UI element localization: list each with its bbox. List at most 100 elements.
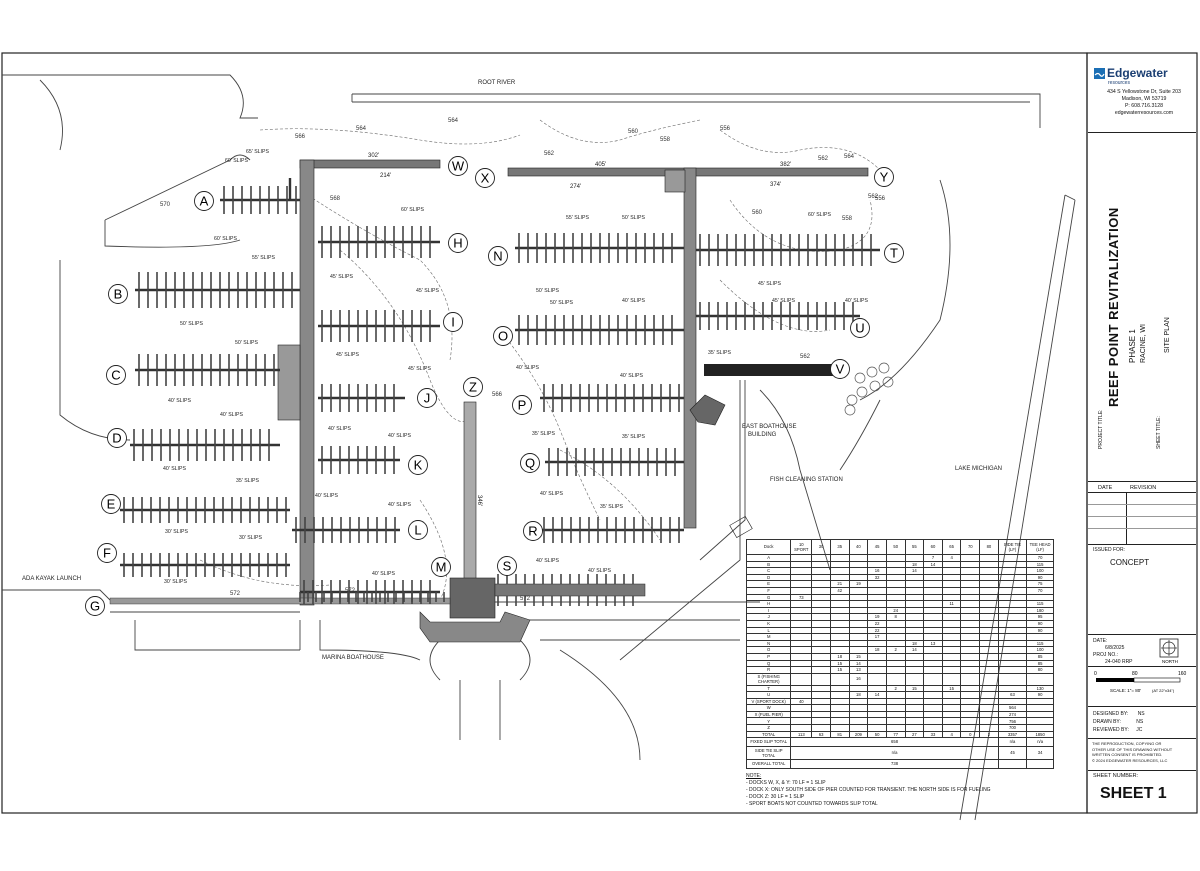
table-cell (904, 691, 925, 699)
table-header-cell: Dock (745, 539, 792, 555)
table-cell (867, 710, 887, 719)
table-cell: 100 (1026, 567, 1054, 575)
table-cell (811, 626, 831, 635)
table-cell (867, 580, 887, 588)
dock-letter-i: I (451, 315, 455, 330)
table-cell (848, 593, 869, 602)
label-east-boathouse-2: BUILDING (748, 432, 777, 438)
table-cell (997, 666, 1028, 674)
table-row: V (SPORT DOCK)40 (745, 697, 1054, 706)
table-cell (979, 600, 999, 608)
dock-letter-l: L (414, 523, 421, 538)
dock-marker-m: M (431, 557, 451, 577)
contour-label: 566 (492, 392, 503, 398)
dock-letter-s: S (503, 559, 512, 574)
table-cell: 18 (829, 652, 850, 661)
table-cell (979, 710, 999, 719)
slip-label-t1: 60' SLIPS (808, 212, 831, 218)
table-cell: 113 (790, 730, 813, 739)
table-cell (790, 613, 813, 621)
table-cell (997, 759, 1028, 769)
table-cell: N (745, 639, 792, 648)
dock-letter-u: U (855, 321, 864, 336)
table-header-cell: 80 (979, 539, 999, 555)
table-cell (811, 646, 831, 654)
dock-letter-j: J (424, 391, 431, 406)
slip-label-p2: 35' SLIPS (532, 431, 555, 437)
table-cell (811, 691, 831, 699)
table-cell (979, 580, 999, 588)
revision-date-header: DATE (1098, 485, 1113, 491)
table-cell: FIXED SLIP TOTAL (745, 737, 792, 747)
project-title-block: PROJECT TITLE: REEF POINT REVITALIZATION… (1098, 129, 1198, 449)
table-cell: 14 (904, 567, 925, 575)
label-marina-boathouse: MARINA BOATHOUSE (322, 655, 384, 661)
table-cell (997, 567, 1028, 575)
contour-label: 562 (544, 151, 555, 157)
table-cell (811, 593, 831, 602)
table-cell (848, 606, 869, 615)
dim-405: 405' (595, 162, 606, 168)
table-cell (960, 580, 981, 588)
table-cell: 658 (790, 737, 999, 747)
table-cell: S (FISHING CHARTER) (745, 672, 792, 686)
slip-label-d1: 40' SLIPS (220, 412, 243, 418)
table-cell (811, 606, 831, 615)
table-cell (885, 586, 906, 595)
table-cell (904, 724, 925, 732)
dim-274: 274' (570, 184, 581, 190)
table-cell (979, 724, 999, 732)
table-cell (960, 724, 981, 732)
dock-marker-n: N (488, 246, 508, 266)
table-cell (941, 613, 962, 621)
table-row: S (FISHING CHARTER)16 (745, 672, 1054, 686)
table-cell (790, 652, 813, 661)
table-cell: Q (745, 659, 792, 668)
contour-label: 570 (160, 202, 171, 208)
table-cell: 50 (867, 730, 887, 739)
slip-label-l1: 40' SLIPS (388, 502, 411, 508)
table-cell (923, 697, 943, 706)
dock-marker-t: T (884, 243, 904, 263)
table-header-cell: 30 (811, 539, 831, 555)
dock-marker-b: B (108, 284, 128, 304)
slip-label-f1: 30' SLIPS (239, 535, 262, 541)
table-row: X (FUEL PIER)274 (745, 710, 1054, 719)
table-cell (790, 724, 813, 732)
note-4: - SPORT BOATS NOT COUNTED TOWARDS SLIP T… (746, 800, 878, 807)
table-cell: n/a (997, 737, 1028, 747)
table-cell (960, 646, 981, 654)
table-cell: 32 (867, 573, 887, 582)
table-cell (923, 573, 943, 582)
table-cell (848, 619, 869, 628)
table-cell (867, 652, 887, 661)
west-spine (299, 159, 315, 606)
firm-address-2: Madison, WI 53719 (1121, 96, 1167, 102)
dock-marker-l: L (408, 520, 428, 540)
table-cell (790, 600, 813, 608)
dim-346: 346' (476, 495, 482, 506)
contour-label: 572 (230, 591, 241, 597)
table-cell (941, 672, 962, 686)
dock-marker-z: Z (463, 377, 483, 397)
table-cell (848, 684, 869, 693)
slip-label-o1: 50' SLIPS (550, 300, 573, 306)
project-meta: DATE: 6/8/2025 PROJ NO.: 24-040 RRP (1093, 638, 1153, 666)
table-cell (979, 672, 999, 686)
table-cell (885, 659, 906, 668)
table-cell (960, 697, 981, 706)
table-cell (960, 704, 981, 712)
table-cell (979, 554, 999, 562)
table-cell (848, 704, 869, 712)
table-cell (811, 659, 831, 668)
